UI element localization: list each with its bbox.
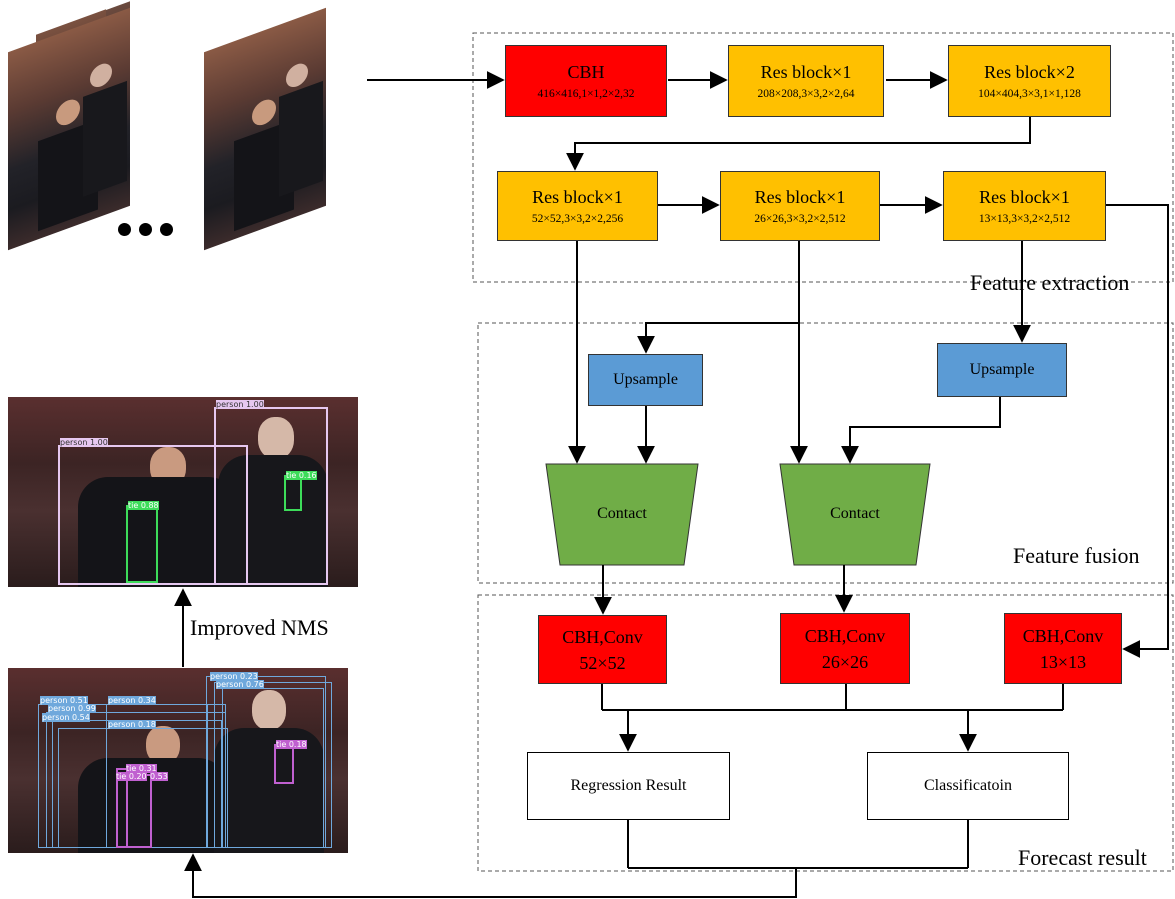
raw-label-9: tie 0.31 <box>126 764 157 773</box>
detection-box-person-2 <box>214 407 328 585</box>
arrow-res4-upsample-left <box>637 322 799 354</box>
ellipsis-dot-3 <box>160 223 173 236</box>
feature-extraction-label: Feature extraction <box>970 270 1130 295</box>
input-frame-stack-1 <box>0 0 200 251</box>
res-block-3-title: Res block×1 <box>532 186 623 207</box>
cbh-params: 416×416,1×1,2×2,32 <box>537 87 635 100</box>
improved-nms-label: Improved NMS <box>190 615 329 640</box>
upsample-right: Upsample <box>937 343 1067 397</box>
ellipsis-dot-1 <box>118 223 131 236</box>
input-frame-stack-2 <box>196 0 336 251</box>
raw-label-10: tie 0.20 <box>116 772 147 781</box>
detection-box-tie-2 <box>284 475 302 511</box>
arrow-feedback-to-raw-detections <box>184 853 797 898</box>
raw-label-2: person 0.99 <box>48 704 96 713</box>
detection-label-person-2: person 1.00 <box>216 400 264 409</box>
detection-label-tie-1: tie 0.88 <box>128 501 159 510</box>
contact-left-label: Contact <box>597 505 647 522</box>
res-block-5-params: 13×13,3×3,2×2,512 <box>978 212 1071 225</box>
res-block-2-title: Res block×2 <box>984 61 1075 82</box>
res-block-4-title: Res block×1 <box>754 186 846 207</box>
regression-result-box: Regression Result <box>527 752 730 820</box>
feature-extraction-frame <box>472 32 1174 283</box>
res-block-1-params: 208×208,3×3,2×2,64 <box>757 87 855 100</box>
res-block-5-title: Res block×1 <box>979 186 1070 207</box>
res-block-2: Res block×2 104×404,3×3,1×1,128 <box>948 45 1111 117</box>
head-26: CBH,Conv 26×26 <box>780 613 910 684</box>
raw-label-5: person 0.18 <box>108 720 156 729</box>
raw-label-11: 0.53 <box>150 772 168 781</box>
forecast-result-label: Forecast result <box>1018 845 1147 870</box>
arrow-res2-res3 <box>566 116 1031 171</box>
regression-result-label: Regression Result <box>570 777 687 794</box>
ellipsis-dot-2 <box>139 223 152 236</box>
upsample-right-label: Upsample <box>969 361 1035 378</box>
head-13-size: 13×13 <box>1039 651 1087 672</box>
head-26-size: 26×26 <box>821 651 869 672</box>
input-frame-single <box>204 7 326 251</box>
raw-label-1: person 0.51 <box>40 696 88 705</box>
head-52-size: 52×52 <box>579 652 626 673</box>
res-block-2-params: 104×404,3×3,1×1,128 <box>978 87 1081 100</box>
res-block-4-params: 26×26,3×3,2×2,512 <box>754 212 846 225</box>
feature-fusion-frame <box>477 322 1174 584</box>
detection-label-person-1: person 1.00 <box>60 438 108 447</box>
res-block-3-params: 52×52,3×3,2×2,256 <box>531 212 624 225</box>
contact-left-shape <box>545 463 699 566</box>
final-detection-image: person 1.00 person 1.00 tie 0.88 tie 0.1… <box>8 397 358 587</box>
cbh-block: CBH 416×416,1×1,2×2,32 <box>505 45 667 117</box>
raw-label-8: tie 0.18 <box>276 740 307 749</box>
classification-label: Classificatoin <box>924 777 1012 794</box>
detection-box-person-1 <box>58 445 248 585</box>
head-52-title: CBH,Conv <box>562 626 643 647</box>
input-frame-front <box>8 7 130 251</box>
res-block-1: Res block×1 208×208,3×3,2×2,64 <box>728 45 884 117</box>
upsample-left: Upsample <box>588 354 703 406</box>
detection-box-tie-1 <box>126 505 158 583</box>
head-13: CBH,Conv 13×13 <box>1004 613 1122 684</box>
detection-label-tie-2: tie 0.16 <box>286 471 317 480</box>
res-block-5: Res block×1 13×13,3×3,2×2,512 <box>943 171 1106 241</box>
contact-right-label: Contact <box>830 505 880 522</box>
feature-fusion-label: Feature fusion <box>1013 543 1140 568</box>
contact-right-shape <box>779 463 931 566</box>
arrow-res5-head13 <box>1106 204 1169 658</box>
raw-label-6: person 0.23 <box>210 672 258 681</box>
forecast-result-frame <box>477 594 1174 872</box>
head-26-title: CBH,Conv <box>804 625 886 646</box>
classification-box: Classificatoin <box>867 752 1069 820</box>
arrow-upsample-right-contact <box>841 397 1001 464</box>
res-block-4: Res block×1 26×26,3×3,2×2,512 <box>720 171 880 241</box>
raw-label-4: person 0.54 <box>42 713 90 722</box>
res-block-3: Res block×1 52×52,3×3,2×2,256 <box>497 171 658 241</box>
head-13-title: CBH,Conv <box>1022 625 1104 646</box>
upsample-left-label: Upsample <box>613 371 678 388</box>
head-52: CBH,Conv 52×52 <box>538 615 667 684</box>
raw-label-3: person 0.34 <box>108 696 156 705</box>
cbh-title: CBH <box>567 61 605 82</box>
res-block-1-title: Res block×1 <box>760 61 852 82</box>
raw-detection-image: person 0.51 person 0.99 person 0.34 pers… <box>8 668 348 853</box>
raw-label-7: person 0.76 <box>216 680 264 689</box>
